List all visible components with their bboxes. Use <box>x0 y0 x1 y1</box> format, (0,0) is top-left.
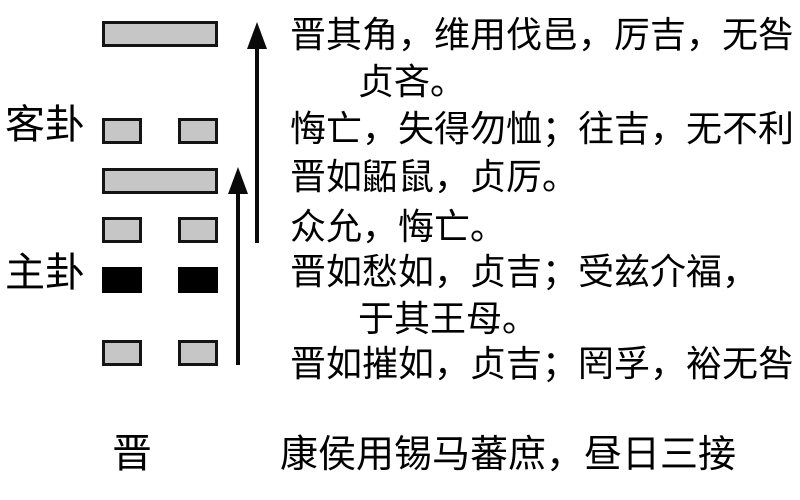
hexagram-line-3-yin <box>102 217 218 243</box>
yao-text-7: 于其王母。 <box>358 299 539 339</box>
hexagram-name: 晋 <box>112 431 152 476</box>
yang-segment <box>102 168 218 194</box>
yin-segment <box>102 217 142 243</box>
yao-text-6: 晋如愁如，贞吉；受兹介福， <box>290 252 759 292</box>
yin-segment <box>102 118 142 144</box>
yao-text-4: 晋如鼫鼠，贞厉。 <box>290 157 579 197</box>
yao-text-3: 悔亡，失得勿恤；往吉，无不利 <box>290 109 795 149</box>
yin-segment <box>178 340 218 366</box>
yin-segment <box>178 267 218 293</box>
arrow-head-icon <box>247 22 267 49</box>
judgment-text: 康侯用锡马蕃庶，昼日三接 <box>280 434 737 476</box>
hexagram-lines <box>102 0 218 400</box>
line-text-column: 晋其角，维用伐邑，厉吉，无咎贞吝。悔亡，失得勿恤；往吉，无不利晋如鼫鼠，贞厉。众… <box>290 0 800 400</box>
hexagram-line-5-yin <box>102 118 218 144</box>
yin-segment <box>102 340 142 366</box>
up-arrow-short-icon <box>228 167 248 365</box>
hexagram-line-1-yin <box>102 340 218 366</box>
yin-segment <box>178 118 218 144</box>
yao-text-8: 晋如摧如，贞吉；罔孚，裕无咎 <box>290 344 795 384</box>
up-arrow-long-icon <box>247 22 267 243</box>
hexagram-line-4-yang <box>102 168 218 194</box>
host-trigram-label: 主卦 <box>5 250 85 295</box>
yang-segment <box>102 21 218 47</box>
hexagram-line-2-yin <box>102 267 218 293</box>
yao-text-1: 晋其角，维用伐邑，厉吉，无咎 <box>290 15 795 55</box>
yin-segment <box>102 267 142 293</box>
arrow-shaft <box>255 49 259 243</box>
arrow-head-icon <box>228 167 248 194</box>
yao-text-5: 众允，悔亡。 <box>290 207 507 247</box>
yin-segment <box>178 217 218 243</box>
guest-trigram-label: 客卦 <box>5 102 85 147</box>
hexagram-line-6-yang <box>102 21 218 47</box>
arrow-shaft <box>236 194 240 365</box>
yao-text-2: 贞吝。 <box>358 62 467 102</box>
